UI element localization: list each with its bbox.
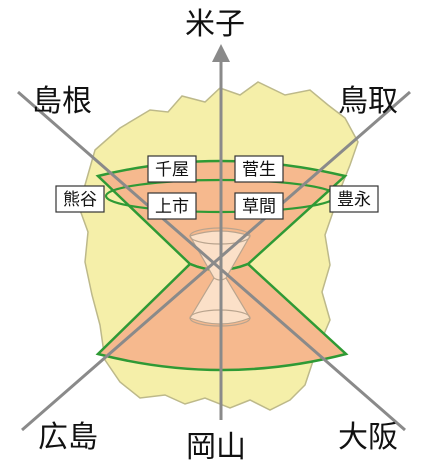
town-kusama: 草間 [234,192,284,220]
direction-label-southwest: 広島 [38,420,98,455]
direction-label-north: 米子 [185,7,245,42]
direction-label-southeast: 大阪 [338,420,398,455]
town-kumadani: 熊谷 [55,185,105,213]
town-label-kusama: 草間 [242,197,276,217]
town-label-sugo: 菅生 [242,160,276,180]
direction-label-south: 岡山 [186,430,246,462]
road-northwest-southeast [17,90,406,432]
direction-label-northeast: 鳥取 [338,84,398,119]
town-kamiichi: 上市 [147,192,197,220]
direction-label-northwest: 島根 [32,84,92,119]
town-chiya: 千屋 [147,155,197,183]
town-label-chiya: 千屋 [155,160,189,180]
town-label-kumadani: 熊谷 [63,190,97,210]
town-label-toyonaga: 豊永 [337,190,371,210]
town-sugo: 菅生 [234,155,284,183]
town-toyonaga: 豊永 [329,185,379,213]
town-label-kamiichi: 上市 [155,197,189,217]
road-northeast-southwest [21,90,411,432]
north-arrow-icon [212,44,230,62]
